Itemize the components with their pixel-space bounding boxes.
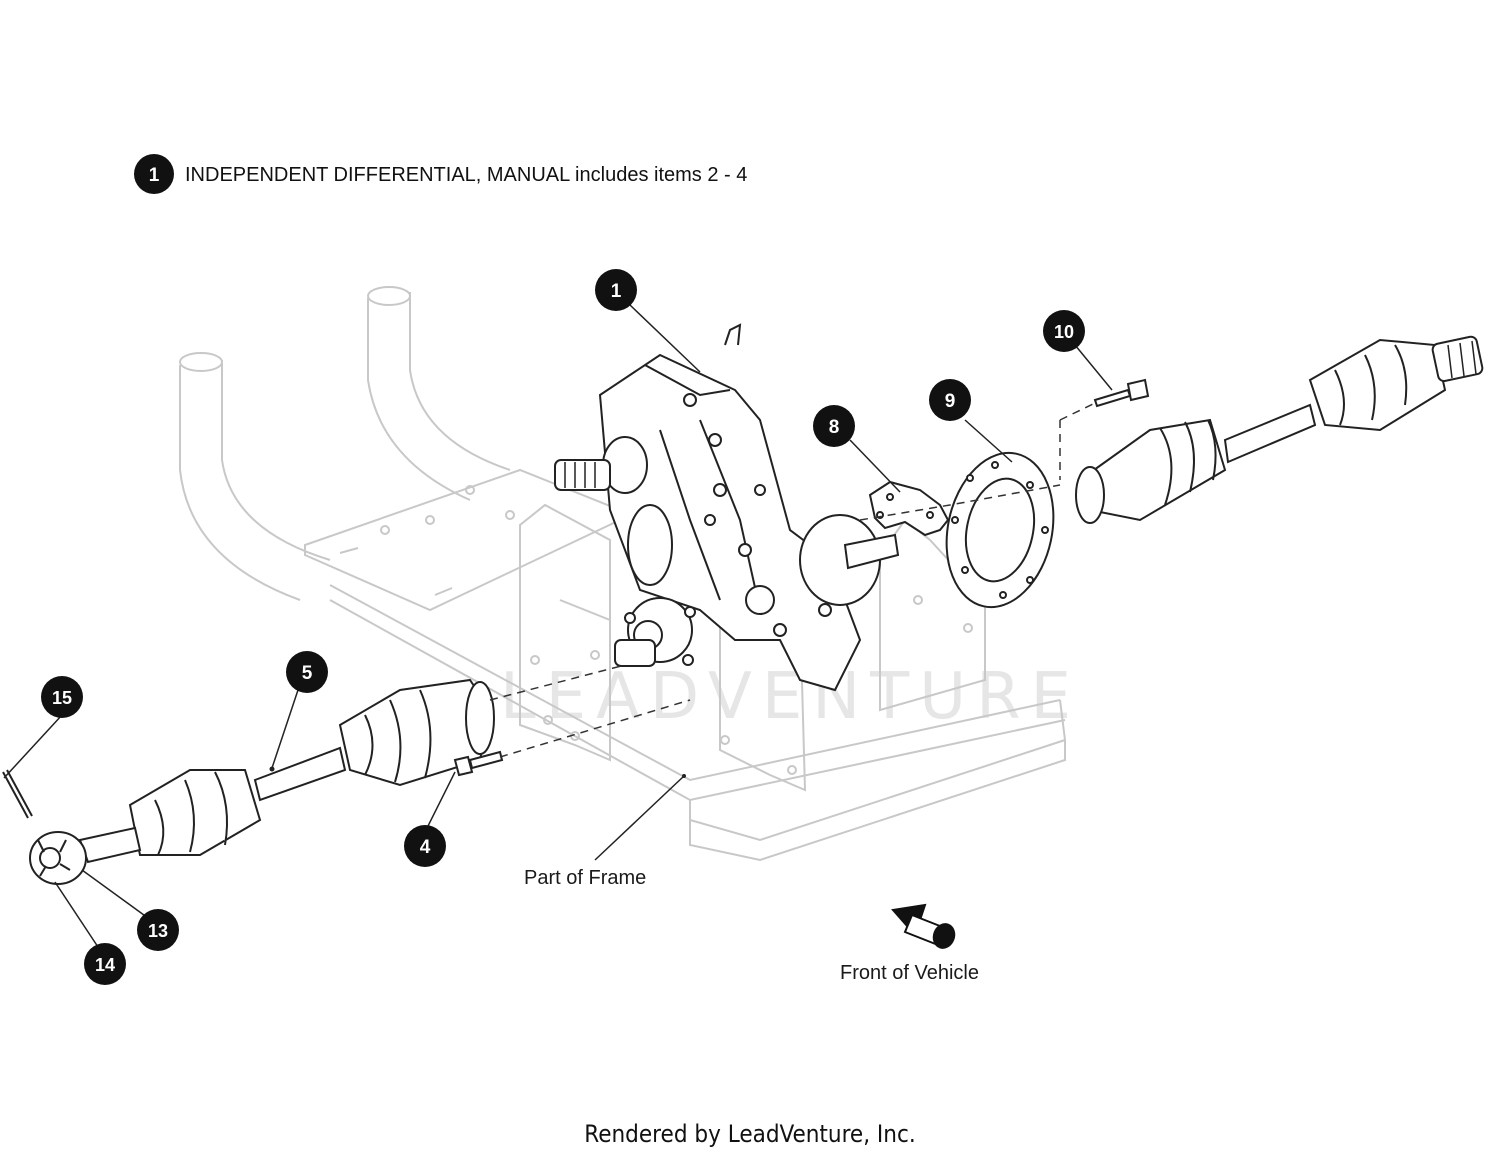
watermark: LEADVENTURE [500,660,1081,734]
svg-text:4: 4 [420,837,431,858]
legend-badge-number: 1 [149,165,160,186]
frame [179,286,1067,862]
left-axle-shaft-5 [29,678,495,885]
cotter-pin-15 [2,769,33,819]
axle-leader-dot [269,766,275,772]
callout-5[interactable]: 5 [286,651,328,693]
svg-text:14: 14 [95,955,115,975]
callout-13[interactable]: 13 [137,909,179,951]
svg-text:5: 5 [302,663,313,684]
bracket-plate-8 [868,480,950,537]
differential-assembly [554,323,900,692]
bolt-10 [1093,378,1150,408]
legend: 1 INDEPENDENT DIFFERENTIAL, MANUAL inclu… [134,154,747,194]
svg-text:8: 8 [829,417,840,438]
legend-text: INDEPENDENT DIFFERENTIAL, MANUAL include… [185,164,747,186]
callout-8[interactable]: 8 [813,405,855,447]
svg-text:1: 1 [611,281,622,302]
leader-lines [3,304,1113,951]
callout-10[interactable]: 10 [1043,310,1085,352]
alignment-lines [489,402,1096,758]
bolt-4 [453,750,504,777]
callout-4[interactable]: 4 [404,825,446,867]
callout-15[interactable]: 15 [41,676,83,718]
svg-text:9: 9 [945,391,956,412]
callouts: 1 4 5 8 9 10 13 14 15 [41,269,1085,985]
right-axle-shaft [1075,335,1484,524]
svg-text:10: 10 [1054,322,1074,342]
frame-leader-dot [682,774,686,778]
legend-badge [134,154,174,194]
svg-text:15: 15 [52,688,72,708]
svg-text:13: 13 [148,921,168,941]
front-arrow-icon [891,903,956,949]
footer-credit: Rendered by LeadVenture, Inc. [584,1120,916,1148]
callout-14[interactable]: 14 [84,943,126,985]
callout-9[interactable]: 9 [929,379,971,421]
front-of-vehicle-label: Front of Vehicle [840,962,979,984]
part-of-frame-label: Part of Frame [524,867,646,889]
callout-1[interactable]: 1 [595,269,637,311]
gasket-ring-9 [945,451,1055,609]
